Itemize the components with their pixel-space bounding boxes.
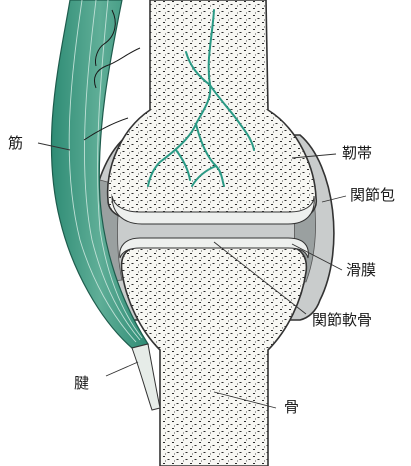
label-synovium: 滑膜 (346, 261, 376, 279)
label-tendon: 腱 (74, 374, 89, 392)
label-muscle: 筋 (8, 134, 23, 152)
label-bone: 骨 (284, 398, 299, 416)
tendon-shape (132, 344, 160, 410)
label-ligament: 靭帯 (342, 144, 372, 162)
label-articular-cartilage: 関節軟骨 (312, 311, 372, 329)
label-joint-capsule: 関節包 (350, 186, 395, 204)
